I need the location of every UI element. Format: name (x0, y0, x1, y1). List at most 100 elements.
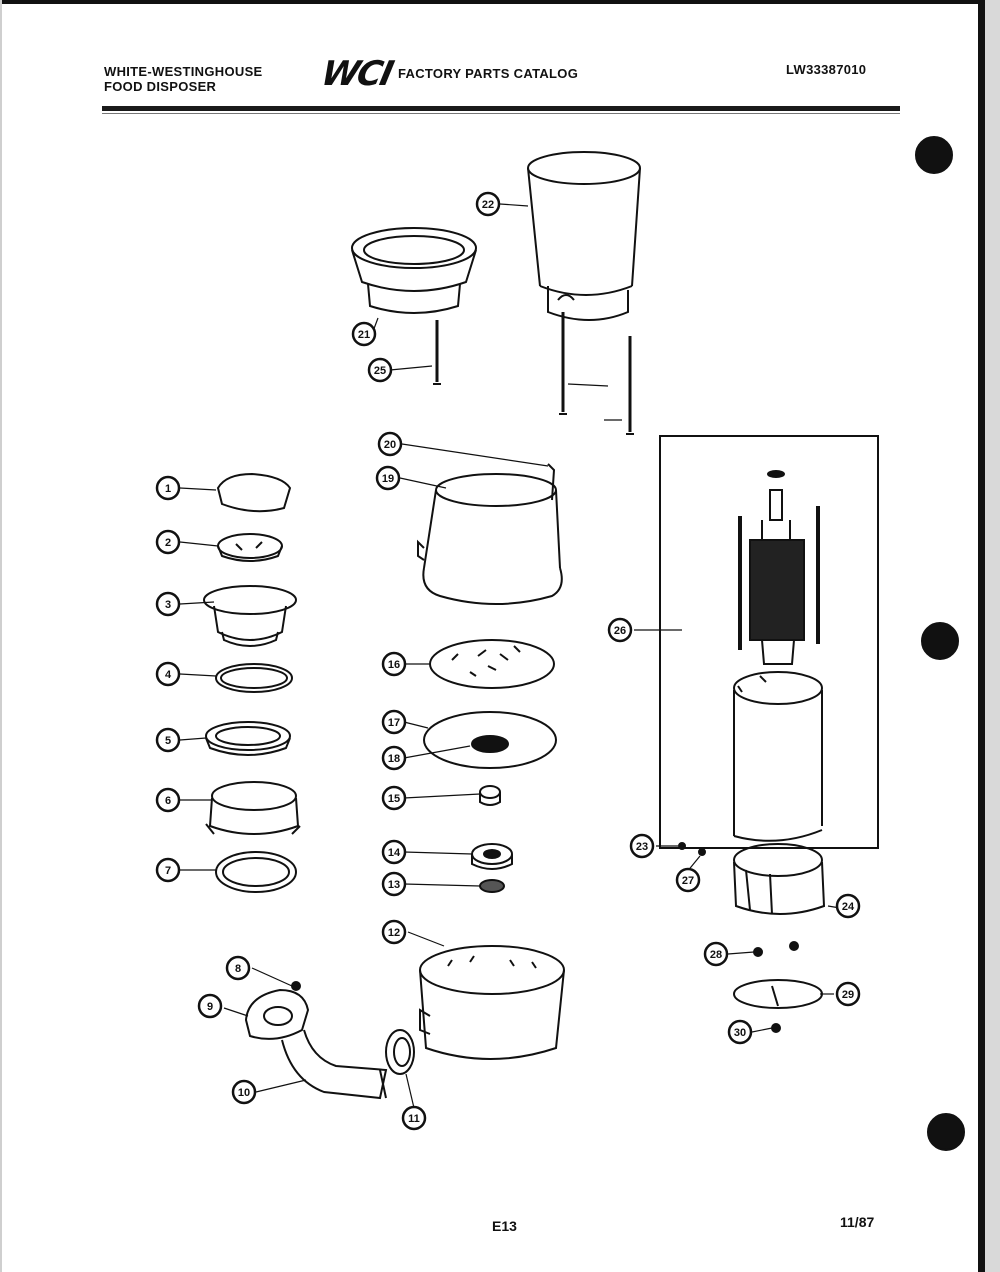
part-end-bell (733, 843, 826, 915)
callout-14: 14 (381, 839, 407, 865)
callout-5: 5 (155, 727, 181, 753)
product-name: FOOD DISPOSER (104, 79, 217, 94)
callout-7: 7 (155, 857, 181, 883)
callout-number: 13 (388, 879, 400, 891)
callout-bubble (155, 529, 181, 555)
header-rule-thin (102, 113, 900, 114)
callout-bubble (381, 919, 407, 945)
callout-bubble (835, 981, 861, 1007)
part-hopper (527, 151, 641, 321)
callout-8: 8 (225, 955, 251, 981)
callout-bubble (381, 709, 407, 735)
part-splash-guard (216, 472, 292, 513)
part-bearing (471, 843, 513, 870)
callout-9: 9 (197, 993, 223, 1019)
callout-20: 20 (377, 431, 403, 457)
callout-number: 1 (165, 483, 171, 495)
callout-18: 18 (381, 745, 407, 771)
callout-26: 26 (607, 617, 633, 643)
callout-bubble (607, 617, 633, 643)
callout-bubble (727, 1019, 753, 1045)
callout-number: 4 (165, 669, 172, 681)
scan-margin-right (985, 0, 1000, 1272)
callout-bubble (351, 321, 377, 347)
callout-16: 16 (381, 651, 407, 677)
callout-number: 25 (374, 365, 386, 377)
callout-number: 3 (165, 599, 171, 611)
part-gasket-ring (215, 663, 293, 693)
callout-number: 23 (636, 841, 648, 853)
part-support-flange (205, 781, 301, 835)
binder-hole-middle (921, 622, 959, 660)
page-number: E13 (492, 1218, 517, 1234)
leader-lines (179, 203, 841, 1109)
callout-bubble (675, 867, 701, 893)
callout-27: 27 (675, 867, 701, 893)
callout-23: 23 (629, 833, 655, 859)
callout-number: 30 (734, 1027, 746, 1039)
callout-bubble (835, 893, 861, 919)
callout-bubble (155, 787, 181, 813)
callout-bubble (225, 955, 251, 981)
callout-bubble (629, 833, 655, 859)
part-baffle (203, 585, 297, 647)
catalog-title: FACTORY PARTS CATALOG (398, 66, 579, 81)
part-motor-armature (738, 470, 820, 665)
callout-bubble (155, 857, 181, 883)
callout-number: 12 (388, 927, 400, 939)
scan-edge-right (978, 0, 985, 1272)
scan-edge-top (0, 0, 985, 4)
part-seal (479, 879, 505, 893)
part-drain-flange (244, 988, 310, 1040)
callout-bubble (401, 1105, 427, 1131)
callout-bubble (375, 465, 401, 491)
callout-number: 14 (388, 847, 401, 859)
callout-number: 8 (235, 963, 241, 975)
callout-bubble (197, 993, 223, 1019)
callout-30: 30 (727, 1019, 753, 1045)
callout-22: 22 (475, 191, 501, 217)
callout-bubble (155, 475, 181, 501)
callout-number: 27 (682, 875, 694, 887)
callout-bubble (155, 661, 181, 687)
part-stopper (217, 533, 283, 562)
catalog-date: 11/87 (840, 1214, 875, 1230)
part-shredder-plate (429, 639, 555, 689)
callout-number: 22 (482, 199, 494, 211)
callout-15: 15 (381, 785, 407, 811)
part-drain-gasket (385, 1029, 415, 1075)
brand-name: WHITE-WESTINGHOUSE (104, 64, 263, 79)
part-mounting-ring (205, 721, 291, 756)
model-number: LW33387010 (786, 62, 867, 77)
part-upper-housing (417, 463, 563, 605)
part-long-screws (433, 312, 634, 435)
callout-28: 28 (703, 941, 729, 967)
callout-1: 1 (155, 475, 181, 501)
callout-bubble (381, 839, 407, 865)
part-motor-stator (733, 671, 823, 842)
callout-number: 18 (388, 753, 400, 765)
callout-number: 11 (408, 1113, 420, 1125)
callout-number: 16 (388, 659, 400, 671)
binder-hole-bottom (927, 1113, 965, 1151)
callout-bubble (155, 591, 181, 617)
part-small-screws (291, 842, 799, 1033)
part-flywheel (423, 711, 557, 769)
callout-layer: 1234567891011121314151617181920212223242… (155, 191, 861, 1131)
callout-bubble (381, 745, 407, 771)
callout-bubble (231, 1079, 257, 1105)
callout-29: 29 (835, 981, 861, 1007)
motor-assembly-box (659, 435, 879, 849)
callout-number: 19 (382, 473, 394, 485)
part-drain-elbow (281, 1029, 388, 1100)
callout-6: 6 (155, 787, 181, 813)
callout-24: 24 (835, 893, 861, 919)
callout-3: 3 (155, 591, 181, 617)
callout-number: 24 (842, 901, 855, 913)
callout-number: 9 (207, 1001, 213, 1013)
callout-12: 12 (381, 919, 407, 945)
callout-bubble (381, 785, 407, 811)
callout-17: 17 (381, 709, 407, 735)
callout-bubble (367, 357, 393, 383)
